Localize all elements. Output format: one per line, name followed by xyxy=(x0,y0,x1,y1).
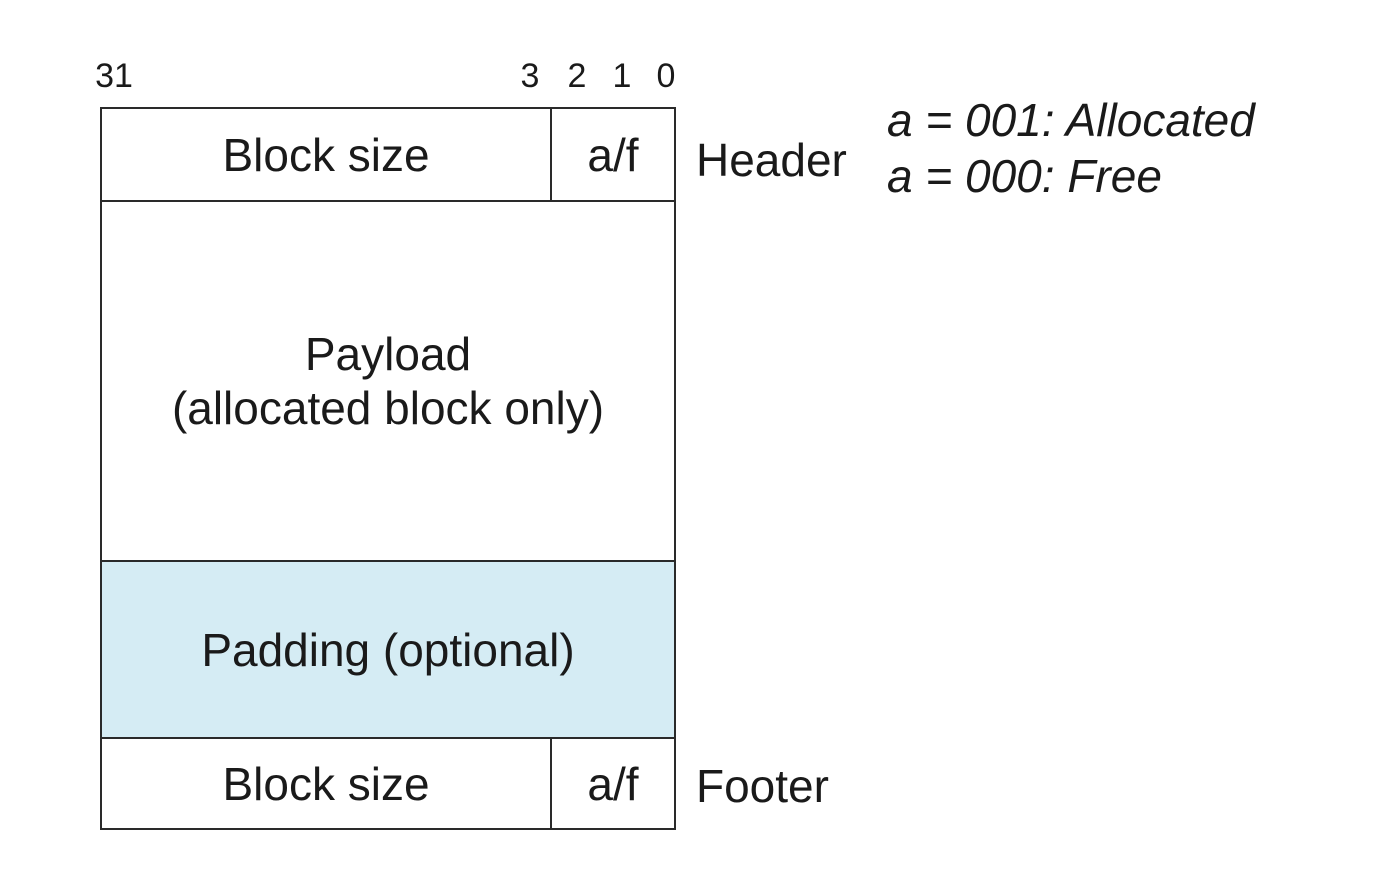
header-alloc-flag: a/f xyxy=(587,128,639,181)
header-row: Block size a/f xyxy=(102,109,674,202)
bit-label-2: 2 xyxy=(567,57,587,95)
legend-free: a = 000: Free xyxy=(887,150,1162,202)
payload-title: Payload xyxy=(304,328,472,380)
heap-block-diagram: Block size a/f Payload (allocated block … xyxy=(100,107,676,830)
padding-row: Padding (optional) xyxy=(102,562,674,739)
payload-row: Payload (allocated block only) xyxy=(102,202,674,562)
header-block-size: Block size xyxy=(102,109,552,200)
header-side-label: Header xyxy=(696,134,847,186)
bit-label-0: 0 xyxy=(656,57,676,95)
payload-cell: Payload (allocated block only) xyxy=(102,202,674,560)
flag-legend: a = 001: Allocated a = 000: Free xyxy=(887,92,1255,204)
footer-block-size: Block size xyxy=(102,739,552,828)
bit-label-31: 31 xyxy=(95,57,133,95)
footer-side-label: Footer xyxy=(696,760,829,812)
footer-alloc-flag: a/f xyxy=(587,757,639,810)
bit-label-1: 1 xyxy=(612,57,632,95)
legend-allocated: a = 001: Allocated xyxy=(887,94,1255,146)
footer-row: Block size a/f xyxy=(102,739,674,828)
payload-note: (allocated block only) xyxy=(171,382,605,434)
padding-label: Padding (optional) xyxy=(201,623,575,676)
bit-label-3: 3 xyxy=(520,57,540,95)
